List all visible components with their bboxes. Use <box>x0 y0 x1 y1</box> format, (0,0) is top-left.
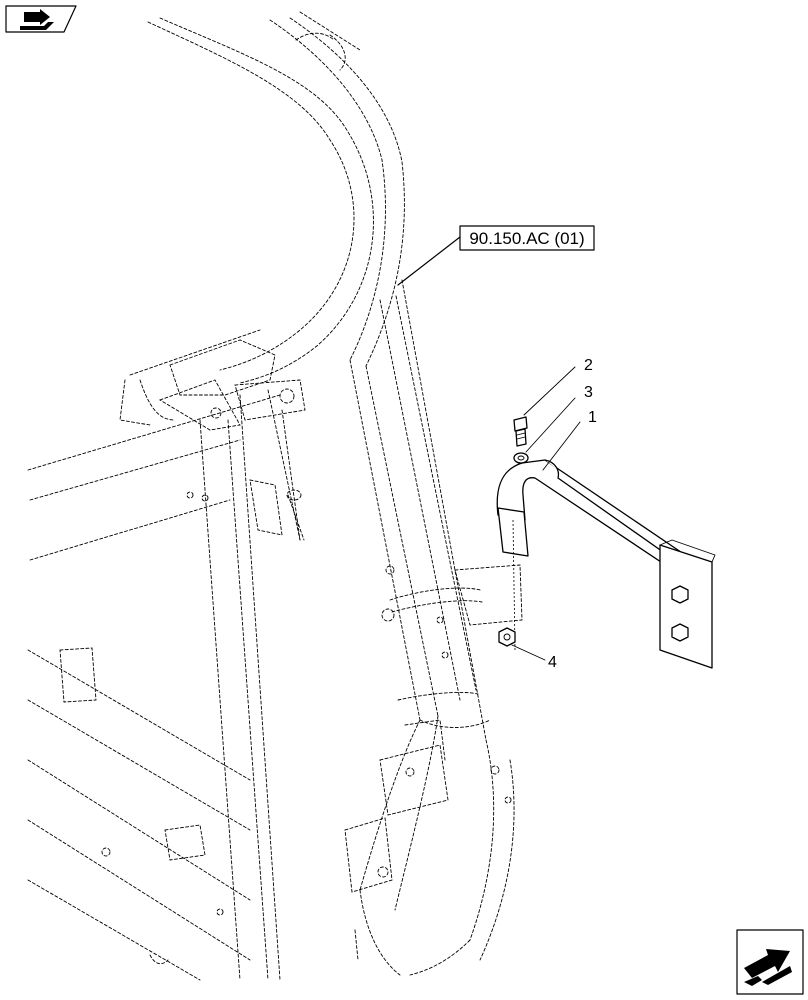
book-arrow-icon[interactable] <box>5 5 77 33</box>
callout-1: 1 <box>588 409 597 426</box>
callout-2: 2 <box>584 357 593 374</box>
leader-lines <box>397 236 581 661</box>
bolt <box>513 416 528 447</box>
callout-4: 4 <box>548 654 557 671</box>
nut <box>498 627 516 647</box>
reference-label-text: 90.150.AC (01) <box>469 229 584 248</box>
reference-label[interactable]: 90.150.AC (01) <box>459 225 595 251</box>
next-page-arrow-icon[interactable] <box>736 929 804 995</box>
callout-3: 3 <box>584 384 593 401</box>
cab-frame <box>27 11 523 981</box>
grab-handle <box>496 459 716 669</box>
washer <box>513 452 529 464</box>
